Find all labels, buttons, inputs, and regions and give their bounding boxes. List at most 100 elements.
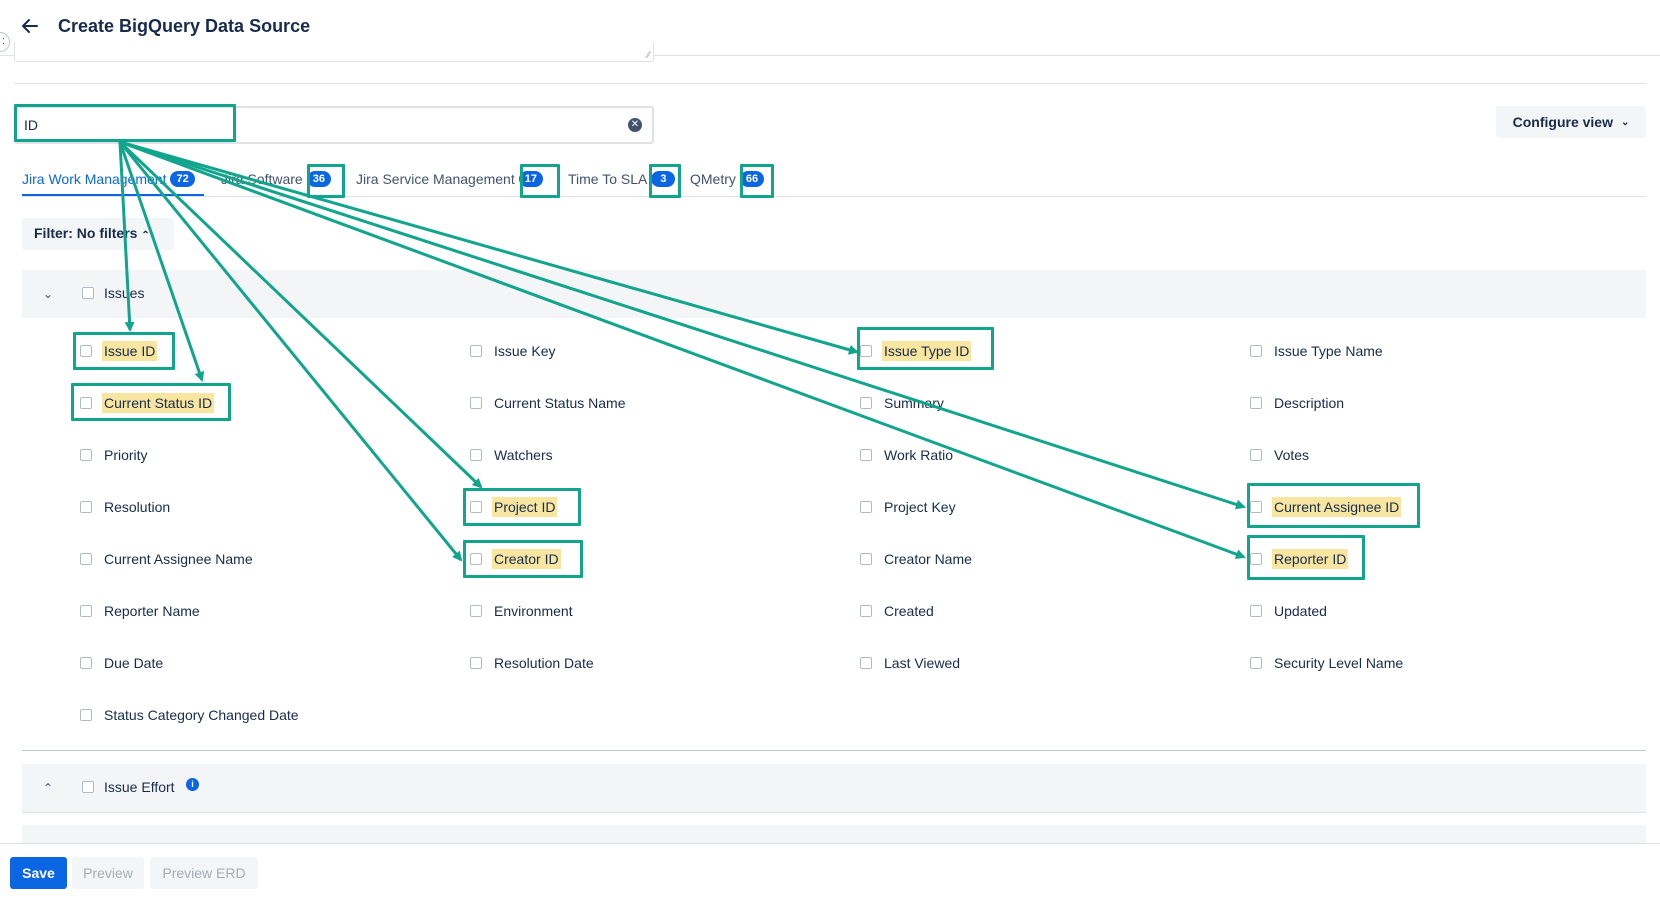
field-checkbox[interactable]	[80, 553, 92, 565]
tab-count-badge: 17	[518, 171, 543, 187]
chevron-down-icon[interactable]: ⌄	[42, 287, 54, 301]
field-item[interactable]: Watchers	[470, 444, 555, 466]
tab-qmetry[interactable]: QMetry 66	[690, 171, 765, 187]
configure-view-label: Configure view	[1512, 114, 1613, 130]
field-item[interactable]: Current Status ID	[80, 392, 215, 414]
drag-dots-icon: :	[2, 35, 6, 47]
field-checkbox[interactable]	[860, 501, 872, 513]
field-checkbox[interactable]	[470, 657, 482, 669]
divider	[22, 196, 1646, 197]
field-checkbox[interactable]	[80, 397, 92, 409]
field-item[interactable]: Issue Key	[470, 340, 557, 362]
field-item[interactable]: Due Date	[80, 652, 165, 674]
field-item[interactable]: Summary	[860, 392, 946, 414]
field-item[interactable]: Issue ID	[80, 340, 158, 362]
field-item[interactable]: Resolution	[80, 496, 172, 518]
sidebar-toggle-handle[interactable]: :	[0, 32, 10, 52]
tab-count-badge: 3	[651, 171, 676, 187]
field-item[interactable]: Created	[860, 600, 936, 622]
field-item[interactable]: Work Ratio	[860, 444, 955, 466]
field-label: Issue Key	[494, 343, 556, 359]
annotation-arrow	[119, 140, 1246, 559]
field-checkbox[interactable]	[470, 449, 482, 461]
field-checkbox[interactable]	[860, 553, 872, 565]
tab-jira-work-management[interactable]: Jira Work Management 72	[22, 171, 195, 187]
field-label: Creator Name	[884, 551, 972, 567]
field-checkbox[interactable]	[80, 501, 92, 513]
field-checkbox[interactable]	[80, 345, 92, 357]
field-item[interactable]: Current Assignee Name	[80, 548, 255, 570]
configure-view-button[interactable]: Configure view ⌄	[1496, 106, 1646, 138]
field-item[interactable]: Creator ID	[470, 548, 561, 570]
field-checkbox[interactable]	[860, 449, 872, 461]
field-checkbox[interactable]	[470, 345, 482, 357]
field-item[interactable]: Reporter Name	[80, 600, 202, 622]
field-checkbox[interactable]	[1250, 501, 1262, 513]
field-item[interactable]: Current Status Name	[470, 392, 628, 414]
field-item[interactable]: Status Category Changed Date	[80, 704, 301, 726]
active-tab-indicator	[22, 194, 204, 196]
field-item[interactable]: Project Key	[860, 496, 958, 518]
field-checkbox[interactable]	[470, 501, 482, 513]
field-checkbox[interactable]	[80, 605, 92, 617]
search-input[interactable]: ID ✕	[14, 106, 654, 144]
preview-erd-button[interactable]: Preview ERD	[150, 857, 258, 889]
field-item[interactable]: Project ID	[470, 496, 558, 518]
chevron-up-icon[interactable]: ⌃	[42, 781, 54, 795]
field-checkbox[interactable]	[1250, 657, 1262, 669]
field-checkbox[interactable]	[1250, 553, 1262, 565]
field-item[interactable]: Issue Type Name	[1250, 340, 1385, 362]
field-item[interactable]: Current Assignee ID	[1250, 496, 1402, 518]
field-label: Environment	[494, 603, 573, 619]
field-checkbox[interactable]	[80, 657, 92, 669]
filter-button[interactable]: Filter: No filters ⌃	[22, 218, 174, 250]
tab-label: Jira Work Management	[22, 171, 167, 187]
tab-time-to-sla[interactable]: Time To SLA 3	[568, 171, 676, 187]
field-item[interactable]: Reporter ID	[1250, 548, 1349, 570]
field-checkbox[interactable]	[470, 553, 482, 565]
field-item[interactable]: Security Level Name	[1250, 652, 1405, 674]
field-label: Votes	[1274, 447, 1310, 463]
resize-grip-icon[interactable]: ⁄⁄	[646, 50, 650, 60]
field-checkbox[interactable]	[860, 397, 872, 409]
field-item[interactable]: Last Viewed	[860, 652, 962, 674]
field-label: Issue ID	[102, 341, 158, 361]
field-label: Work Ratio	[884, 447, 953, 463]
info-icon[interactable]: i	[186, 778, 199, 791]
field-item[interactable]: Environment	[470, 600, 575, 622]
field-checkbox[interactable]	[860, 345, 872, 357]
field-label: Current Assignee ID	[1272, 497, 1402, 517]
description-textarea[interactable]: ⁄⁄	[14, 42, 654, 62]
tab-jira-service-management[interactable]: Jira Service Management 17	[356, 171, 543, 187]
field-checkbox[interactable]	[80, 449, 92, 461]
field-label: Summary	[884, 395, 944, 411]
field-label: Watchers	[494, 447, 553, 463]
field-checkbox[interactable]	[470, 605, 482, 617]
field-item[interactable]: Votes	[1250, 444, 1311, 466]
field-checkbox[interactable]	[1250, 397, 1262, 409]
field-item[interactable]: Creator Name	[860, 548, 974, 570]
preview-button[interactable]: Preview	[72, 857, 144, 889]
back-button[interactable]	[18, 14, 42, 38]
field-checkbox[interactable]	[1250, 449, 1262, 461]
field-checkbox[interactable]	[1250, 345, 1262, 357]
field-checkbox[interactable]	[860, 605, 872, 617]
field-item[interactable]: Resolution Date	[470, 652, 596, 674]
field-item[interactable]: Issue Type ID	[860, 340, 972, 362]
clear-search-icon[interactable]: ✕	[628, 118, 642, 132]
save-button[interactable]: Save	[10, 857, 67, 889]
field-checkbox[interactable]	[1250, 605, 1262, 617]
tab-count-badge: 66	[739, 171, 765, 187]
field-item[interactable]: Priority	[80, 444, 150, 466]
field-item[interactable]: Updated	[1250, 600, 1329, 622]
field-checkbox[interactable]	[860, 657, 872, 669]
field-checkbox[interactable]	[80, 709, 92, 721]
field-label: Updated	[1274, 603, 1327, 619]
field-label: Creator ID	[492, 549, 561, 569]
tab-jira-software[interactable]: Jira Software 36	[221, 171, 331, 187]
field-checkbox[interactable]	[470, 397, 482, 409]
section-checkbox[interactable]	[82, 781, 94, 793]
field-label: Reporter Name	[104, 603, 200, 619]
field-item[interactable]: Description	[1250, 392, 1346, 414]
section-checkbox[interactable]	[82, 287, 94, 299]
